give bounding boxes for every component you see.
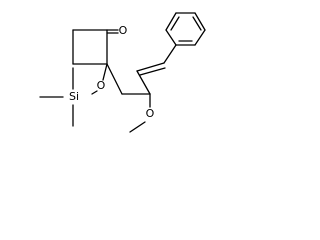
- siloxy-oxygen-label: O: [97, 79, 106, 92]
- vinyl-phenyl-bond: [163, 44, 177, 64]
- phenyl-inner-bond-2: [192, 16, 202, 31]
- phenyl-bond-4: [194, 12, 206, 31]
- phenyl-bond-1: [165, 29, 177, 46]
- o-methyl-bond: [129, 121, 146, 133]
- phenyl-bond-2: [165, 12, 177, 31]
- phenyl-bond-5: [194, 29, 206, 46]
- trimethylsilyloxy-group: [39, 63, 108, 127]
- carbonyl-oxygen-label: O: [119, 24, 128, 37]
- c1-ch2-bond: [106, 63, 123, 95]
- silicon-label: Si: [69, 90, 79, 103]
- phenyl-ring: [165, 12, 206, 46]
- methoxy-oxygen-label: O: [146, 107, 155, 120]
- choMe-vinyl-bond: [136, 70, 151, 95]
- vinyl-double-bond-b: [139, 67, 166, 76]
- c-o-bond: [102, 63, 108, 81]
- atom-labels: O O Si O: [69, 24, 155, 120]
- structure-diagram: O O Si O: [39, 12, 206, 133]
- o-si-bond: [91, 90, 98, 95]
- vinyl-double-bond-a: [136, 62, 165, 72]
- carbonyl-double-bond: [106, 29, 119, 34]
- side-chain: [106, 44, 177, 133]
- phenyl-inner-bond-1: [170, 16, 180, 31]
- cyclobutanone-ring: [72, 29, 108, 65]
